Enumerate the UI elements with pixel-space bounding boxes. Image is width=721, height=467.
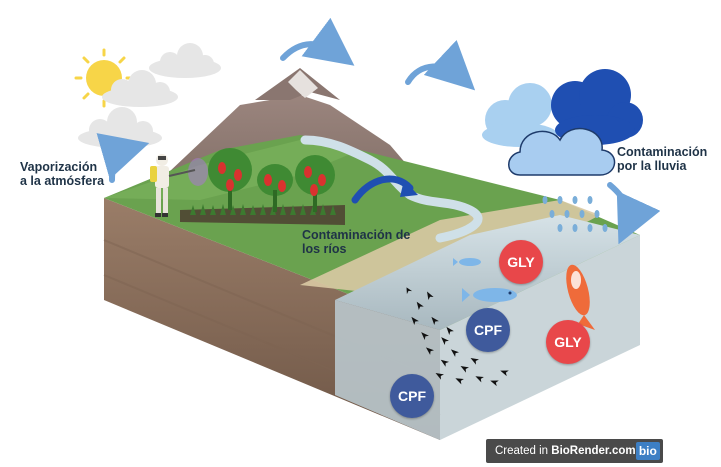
snow-cap [288,70,318,98]
credit-text: Created in BioRender.com [486,445,636,457]
arrow-icon [280,17,355,66]
gly-badge: GLY [546,320,590,364]
label-contaminacion-lluvia: Contaminación por la lluvia [617,145,708,173]
crop-field [180,204,345,225]
lake-surface [335,215,640,330]
biorender-credit[interactable]: Created in BioRender.com bio [486,439,663,463]
cpf-badge: CPF [466,308,510,352]
cloud-icon [78,107,162,148]
gly-badge: GLY [499,240,543,284]
pepper-plant-icon [257,164,293,212]
credit-brand: BioRender.com [551,445,636,457]
farmer-sprayer-icon [150,154,196,217]
cloud-icon [102,70,178,107]
water-side-face [440,235,640,440]
credit-prefix: Created in [495,445,552,457]
biorender-logo-icon: bio [635,442,660,460]
fish-icon [453,258,481,266]
fish-school [406,287,509,387]
arrow-icon [96,133,150,183]
label-contaminacion-rios: Contaminación de los ríos [302,228,411,256]
pepper-plant-icon [295,155,335,212]
cloud-icon [149,43,221,78]
arrow-icon [607,182,661,245]
fish-icon [462,288,517,302]
koi-fish-icon [566,264,595,330]
cpf-badge: CPF [390,374,434,418]
pepper-plant-icon [208,148,252,210]
arrow-icon [405,39,476,91]
label-vaporizacion: Vaporización a la atmósfera [20,160,105,188]
rain-cloud-icon [482,69,643,232]
pesticide-spray [188,158,208,186]
